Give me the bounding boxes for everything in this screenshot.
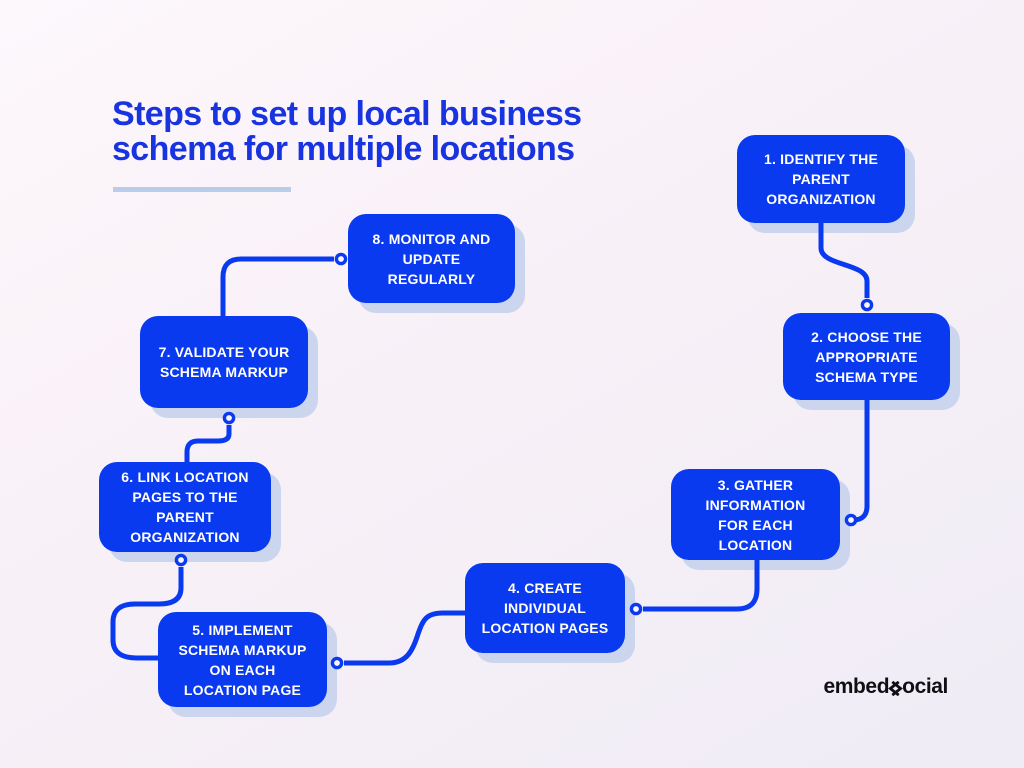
step-1-line: ORGANIZATION (766, 191, 876, 207)
step-8-line: REGULARLY (387, 270, 476, 287)
step-8-line: 8. MONITOR AND (372, 230, 491, 247)
step-5-line: LOCATION PAGE (183, 681, 302, 698)
step-6-line: PARENT (156, 509, 214, 525)
connector-node-step8 (334, 252, 348, 266)
step-2-line: APPROPRIATE (815, 348, 918, 365)
step-1-line: 1. IDENTIFY THE (764, 151, 878, 167)
connector-node-step6 (174, 553, 188, 567)
step-2-line: SCHEMA TYPE (815, 368, 918, 385)
brand-logo-prefix: embed (823, 675, 890, 698)
step-4-line: LOCATION PAGES (481, 620, 609, 636)
step-box-4: 4. CREATE INDIVIDUAL LOCATION PAGES (465, 563, 625, 653)
step-6-line: ORGANIZATION (130, 529, 240, 545)
step-1-line: PARENT (792, 171, 850, 187)
step-7-line: SCHEMA MARKUP (159, 364, 289, 380)
step-5-line: SCHEMA MARKUP (178, 641, 307, 658)
angle-brackets-s-icon (888, 680, 904, 696)
step-3-line: LOCATION (718, 536, 793, 553)
step-4-line: 4. CREATE (508, 580, 582, 596)
page-title-line-2: schema for multiple locations (112, 130, 575, 168)
step-box-6: 6. LINK LOCATION PAGES TO THE PARENT ORG… (99, 462, 271, 552)
step-8-line: UPDATE (402, 250, 461, 267)
brand-logo-suffix: ocial (902, 675, 948, 698)
connector-step3-step4 (643, 560, 760, 612)
step-box-7: 7. VALIDATE YOUR SCHEMA MARKUP (140, 316, 308, 408)
step-6-line: 6. LINK LOCATION (121, 469, 249, 485)
connector-node-step4 (629, 602, 643, 616)
step-box-8: 8. MONITOR AND UPDATE REGULARLY (348, 214, 515, 303)
connector-node-step2 (860, 298, 874, 312)
step-box-2: 2. CHOOSE THE APPROPRIATE SCHEMA TYPE (783, 313, 950, 400)
connector-node-step5 (330, 656, 344, 670)
step-7-line: 7. VALIDATE YOUR (158, 344, 290, 360)
connector-step6-step7 (184, 425, 232, 462)
step-5-line: ON EACH (209, 661, 276, 678)
step-5-line: 5. IMPLEMENT (192, 621, 293, 638)
connector-node-step3 (844, 513, 858, 527)
step-box-3: 3. GATHER INFORMATION FOR EACH LOCATION (671, 469, 840, 560)
step-box-1: 1. IDENTIFY THE PARENT ORGANIZATION (737, 135, 905, 223)
step-2-line: 2. CHOOSE THE (811, 328, 922, 345)
connector-step4-step5 (344, 610, 465, 666)
step-3-line: 3. GATHER (717, 476, 794, 493)
step-3-line: FOR EACH (718, 516, 793, 533)
connector-step7-step8 (220, 256, 334, 316)
step-box-5: 5. IMPLEMENT SCHEMA MARKUP ON EACH LOCAT… (158, 612, 327, 707)
step-4-line: INDIVIDUAL (503, 600, 587, 616)
title-underline (113, 187, 291, 192)
connector-step2-step3 (852, 400, 870, 523)
step-6-line: PAGES TO THE (132, 489, 238, 505)
page-title-line-1: Steps to set up local business (112, 95, 582, 133)
connector-node-step7 (222, 411, 236, 425)
step-3-line: INFORMATION (705, 496, 806, 513)
brand-logo: embed ocial (823, 675, 948, 699)
connector-step1-step2 (818, 223, 870, 298)
